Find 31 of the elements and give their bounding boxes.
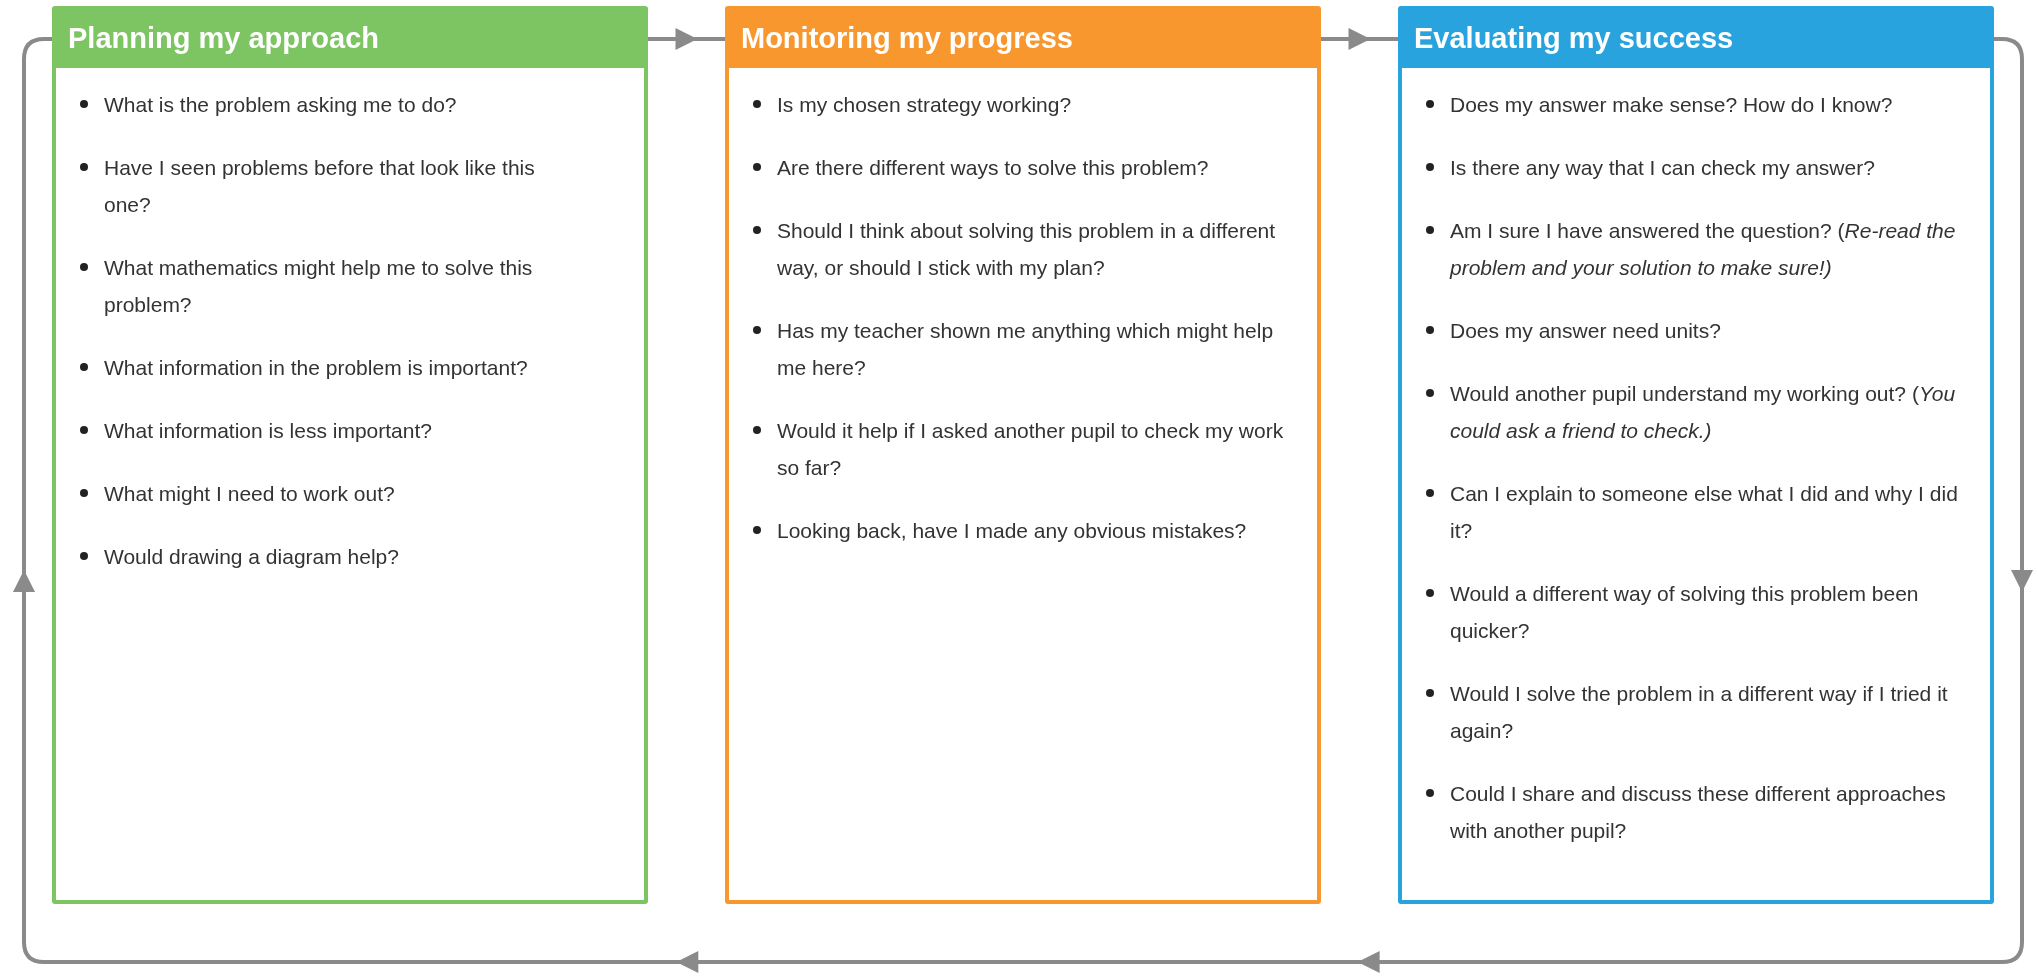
panel-heading: Monitoring my progress	[729, 10, 1317, 68]
stage-panel	[725, 6, 1321, 904]
question-text: Could I share and discuss these different approaches with another pupil?	[1450, 781, 1947, 844]
panel-heading: Evaluating my success	[1402, 10, 1990, 68]
question-text: Would drawing a diagram help?	[104, 544, 399, 570]
panel-heading: Planning my approach	[56, 10, 644, 68]
question-text: Can I explain to someone else what I did and why I did it?	[1450, 481, 1959, 544]
arrow	[1321, 28, 1398, 50]
question-text: Would it help if I asked another pupil to check my work so far?	[777, 418, 1285, 481]
question-text: Would I solve the problem in a different way if I tried it again?	[1450, 681, 1949, 744]
question-text: Would a different way of solving this problem been quicker?	[1450, 581, 1920, 644]
question-text: What mathematics might help me to solve this problem?	[104, 255, 534, 318]
question-text: What information is less important?	[104, 418, 432, 444]
question-text: Should I think about solving this problem in a different way, or should I stick with my plan?	[777, 218, 1277, 281]
question-text: Is my chosen strategy working?	[777, 92, 1072, 118]
question-text: Are there different ways to solve this problem?	[777, 155, 1209, 181]
question-text: Does my answer need units?	[1450, 318, 1721, 344]
arrow	[648, 28, 725, 50]
question-text: Is there any way that I can check my answer?	[1450, 155, 1875, 181]
stage-panel	[52, 6, 648, 904]
stage-panel	[1398, 6, 1994, 904]
question-text: What is the problem asking me to do?	[104, 92, 457, 118]
question-text: Am I sure I have answered the question? (Re-read the problem and your solution to make sure!)	[1450, 218, 1957, 281]
question-text: What information in the problem is important?	[104, 355, 528, 381]
question-text: Has my teacher shown me anything which might help me here?	[777, 318, 1275, 381]
loop-arrow	[13, 37, 2033, 973]
question-text: What might I need to work out?	[104, 481, 395, 507]
question-text: Does my answer make sense? How do I know?	[1450, 92, 1893, 118]
question-text: Would another pupil understand my working out? (You could ask a friend to check.)	[1450, 381, 1957, 444]
question-text: Have I seen problems before that look like this one?	[104, 155, 536, 218]
question-text: Looking back, have I made any obvious mistakes?	[777, 518, 1247, 544]
